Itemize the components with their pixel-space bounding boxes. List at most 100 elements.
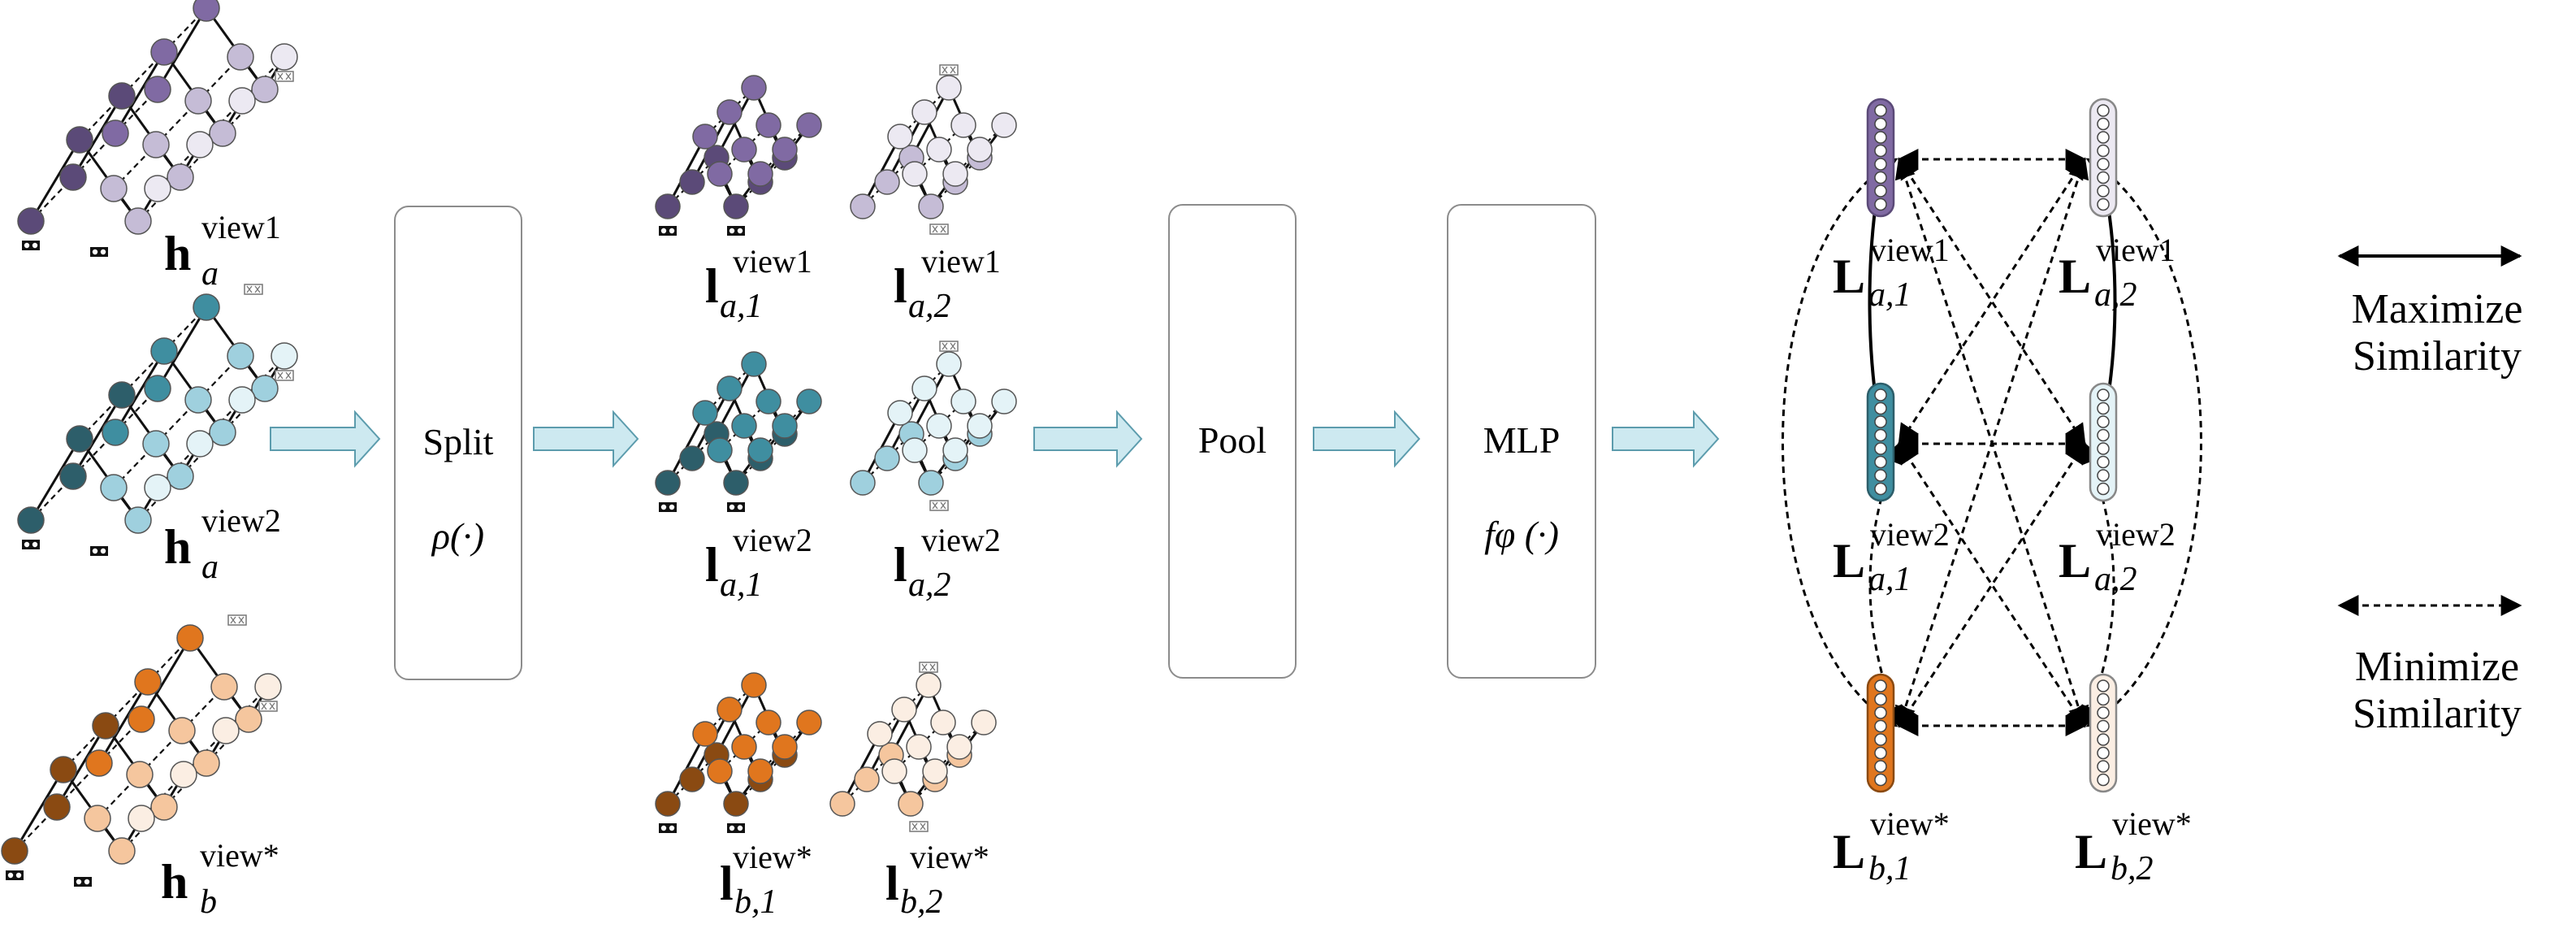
tree-edge [114, 350, 166, 433]
vector-cell [1874, 158, 1887, 171]
mask-token-icon [919, 662, 938, 673]
mask-token-icon [929, 500, 949, 511]
tree-node [796, 710, 822, 736]
tree-node [911, 99, 937, 125]
minimize-link [1894, 157, 2089, 728]
tree-node [17, 506, 45, 534]
legend-maximize-text: Maximize Similarity [2351, 286, 2523, 380]
vector-cell [2097, 482, 2110, 496]
tree-edge [114, 51, 166, 134]
vector-cell [2097, 197, 2110, 211]
tree-node [186, 131, 214, 158]
vector-cell [1874, 760, 1887, 773]
split-label: Split [422, 421, 494, 462]
vector-cell [1874, 719, 1887, 733]
split-tree-view1-a1 [655, 75, 822, 236]
tree-node [916, 672, 942, 698]
tree-node [50, 756, 77, 783]
vector-cell [2097, 104, 2110, 117]
pool-box: Pool [1168, 204, 1297, 679]
tree-node [906, 734, 932, 760]
tree-node [142, 430, 170, 458]
tree-node [755, 112, 781, 138]
vector-cell [1874, 442, 1887, 455]
vector-cell [1874, 455, 1887, 469]
legend-minimize-text: Minimize Similarity [2353, 644, 2522, 738]
vector-cell [1874, 197, 1887, 211]
vector-cell [1874, 184, 1887, 197]
mask-token-icon [659, 226, 677, 236]
tree-edge [13, 769, 65, 852]
vector-cell [2097, 428, 2110, 442]
tree-node [850, 470, 876, 496]
vector-cell [1874, 388, 1887, 401]
mask-token-icon [727, 226, 745, 236]
vector-cell [1874, 144, 1887, 158]
tree-node [150, 337, 178, 365]
tree-node [926, 413, 952, 439]
tree-node [144, 375, 171, 402]
tree-node [991, 112, 1017, 138]
rep-label-view-star-b2: L view* b,2 [2075, 805, 2192, 887]
mlp-label: MLP [1483, 419, 1561, 461]
tree-node [707, 161, 733, 187]
mask-token-icon [939, 64, 959, 76]
vector-cell [2097, 415, 2110, 428]
tree-node [930, 710, 956, 736]
minimize-link [1782, 158, 1898, 727]
tree-node [692, 400, 718, 426]
tree-node [898, 791, 924, 817]
tree-node [755, 710, 781, 736]
tree-node [108, 837, 136, 865]
tree-node [854, 766, 880, 792]
tree-node [772, 734, 798, 760]
tree-node [144, 175, 171, 202]
tree-node [227, 342, 254, 370]
rep-label-view2-a2: L view2 a,2 [2059, 516, 2176, 598]
tree-node [128, 705, 155, 733]
tree-node [741, 351, 767, 377]
split-tree-view2-a2 [850, 341, 1017, 511]
legend-arrows [2337, 245, 2522, 616]
minimize-link [2085, 158, 2202, 727]
tree-node [950, 388, 976, 414]
vector-cell [2097, 746, 2110, 760]
mask-token-icon [90, 546, 108, 556]
hidden-tree [17, 284, 298, 556]
tree-node [1, 837, 28, 865]
embedding-vector [2089, 98, 2118, 218]
tree-node [92, 712, 119, 740]
tree-node [128, 805, 155, 832]
tree-node [66, 425, 93, 453]
tree-node [723, 791, 749, 817]
split-trees [655, 64, 1017, 833]
vector-cell [1874, 706, 1887, 719]
mask-token-icon [727, 502, 745, 512]
embedding-vector [2089, 382, 2118, 502]
split-function: ρ(·) [431, 515, 485, 557]
tree-node [926, 137, 952, 163]
tree-node [991, 388, 1017, 414]
mask-token-icon [275, 71, 294, 82]
rep-label-view1-a1: L view1 a,1 [1833, 232, 1950, 314]
vector-cell [2097, 469, 2110, 482]
vector-cell [1874, 401, 1887, 415]
tree-node [796, 388, 822, 414]
tree-node [176, 624, 204, 652]
vector-cell [1874, 692, 1887, 706]
tree-node [717, 99, 742, 125]
split-label-view-star-b1: l view* b,1 [720, 839, 812, 921]
embedding-vector [1866, 382, 1895, 502]
tree-node [100, 175, 128, 202]
tree-node [17, 207, 45, 235]
vector-cell [2097, 679, 2110, 692]
mask-token-icon [939, 341, 959, 352]
mask-token-icon [929, 223, 949, 235]
vector-cell [2097, 158, 2110, 171]
mask-token-icon [227, 614, 247, 626]
tree-node [772, 413, 798, 439]
tree-node [692, 124, 718, 150]
embedding-vector [1866, 673, 1895, 793]
tree-node [946, 734, 972, 760]
mask-token-icon [22, 241, 40, 250]
